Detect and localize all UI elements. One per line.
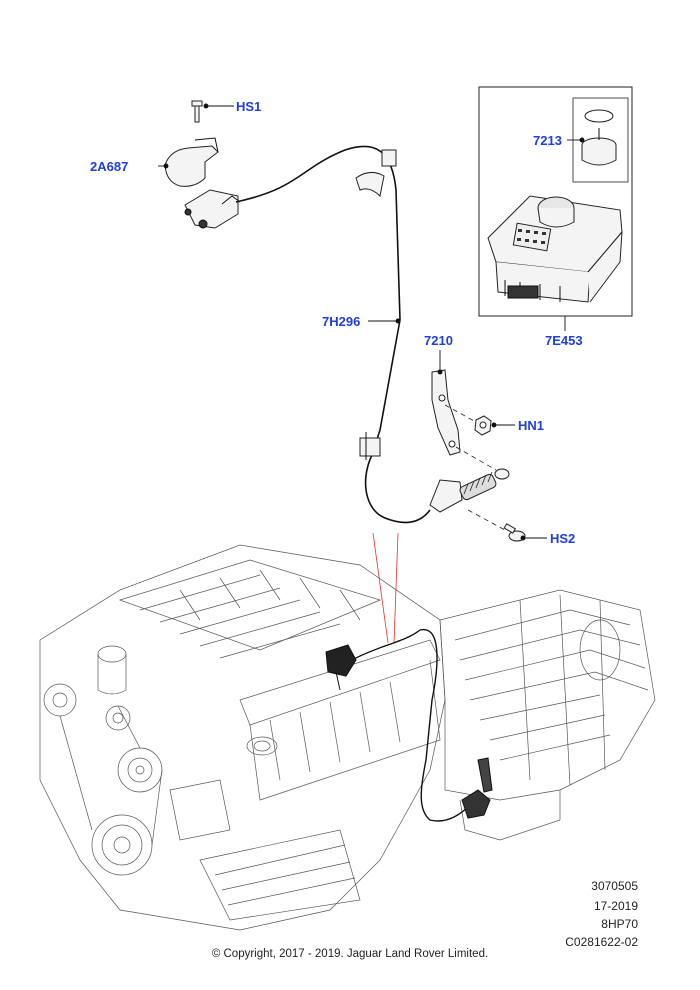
nut-hn1-illustration [474,415,492,436]
knob-7213-illustration [581,109,617,166]
bracket-7210-illustration [431,369,461,456]
reference-date: 17-2019 [593,899,638,913]
bolt-hs1-illustration [191,100,203,123]
reference-transmission: 8HP70 [601,917,638,931]
reference-number: 3070505 [591,879,638,893]
label-2a687: 2A687 [90,159,128,174]
label-hs1: HS1 [236,99,261,114]
cable-clip-lower [359,432,381,460]
shifter-module-illustration [487,195,623,303]
copyright-notice: © Copyright, 2017 - 2019. Jaguar Land Ro… [211,948,489,960]
label-7h296: 7H296 [322,314,360,329]
assembly-dashed-lines [444,404,506,531]
reference-code: C0281622-02 [565,935,638,949]
selector-inset-box [478,86,633,317]
installation-guide-lines [372,532,399,644]
label-hn1: HN1 [518,418,544,433]
engine-transmission-illustration [39,544,656,931]
cable-retainer-upper [381,149,397,167]
label-7210: 7210 [424,333,453,348]
selector-cable-7h296 [235,145,431,524]
installed-cable-routing [351,628,471,822]
installed-bracket-upper [325,644,357,691]
bracket-2a687-illustration [164,137,241,229]
leader-lines [158,103,585,541]
installed-bracket-lower [461,757,493,819]
label-7e453: 7E453 [545,333,583,348]
label-hs2: HS2 [550,531,575,546]
cable-end-fitting [429,468,510,513]
cable-clip-upper [355,172,385,198]
label-7213: 7213 [533,133,562,148]
